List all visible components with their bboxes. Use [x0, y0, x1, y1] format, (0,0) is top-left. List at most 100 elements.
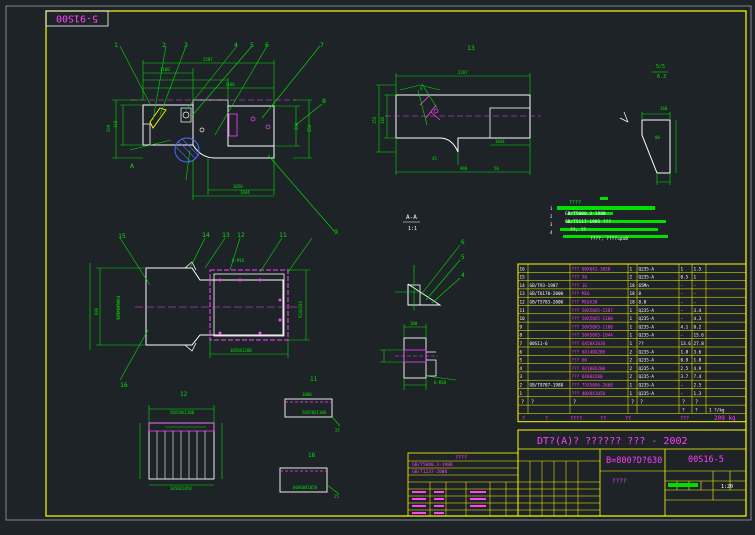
table-cell-qty: 1: [630, 391, 633, 397]
table-cell-mat: Q235-A: [639, 324, 655, 330]
small-view-16-label: 16: [308, 452, 316, 459]
svg-text:50X50X1100: 50X50X1100: [170, 410, 195, 415]
total-b: ?: [545, 416, 548, 422]
table-cell-name: ??? 6X50X1030: [572, 341, 606, 347]
table-cell-w2: 1.3: [694, 391, 702, 397]
note-line-3: ??, ??: [570, 227, 587, 233]
total-a: ?: [522, 416, 525, 422]
table-cell-w2: 8.2: [694, 324, 702, 330]
callout-14: 14: [202, 231, 210, 239]
table-cell-no: 16: [520, 266, 526, 272]
table-cell-w2: 1: [694, 275, 697, 281]
svg-text:25: 25: [334, 494, 339, 499]
table-cell-name: ??? 60X6X1-1050: [572, 266, 611, 272]
tech-notes: ???? GB/T5000.3-1988 GB/T5117-1995 ??? ?…: [550, 197, 668, 242]
table-cell-w1: -: [681, 301, 684, 306]
table-cell-mat: Q235-A: [639, 391, 655, 397]
table-cell-name: ??? 16: [572, 283, 588, 289]
table-cell-name: ??? 75X50X6-2660: [572, 383, 614, 389]
drawing-title: DT?(A)? ?????? ??? - 2002: [537, 436, 688, 447]
svg-text:200: 200: [294, 122, 299, 130]
table-header-name: ?: [573, 400, 576, 406]
table-cell-mat: Q235-A: [639, 308, 655, 314]
table-header2-w1: ?: [682, 407, 685, 413]
svg-text:2287: 2287: [203, 57, 213, 62]
callout-d6: 6: [461, 239, 465, 246]
callout-d4: 4: [461, 272, 465, 279]
table-cell-w1: -: [681, 384, 684, 389]
section-scale: 1:1: [408, 226, 417, 232]
table-cell-name: ??? M16X30: [572, 300, 598, 306]
front-view-callouts: 1 2 3 4 5 6 7 8 9 A: [114, 41, 338, 236]
table-cell-w1: 1.8: [681, 349, 689, 355]
table-cell-qty: 1: [630, 266, 633, 272]
svg-text:110: 110: [113, 120, 118, 128]
svg-text:1100: 1100: [160, 67, 170, 72]
svg-text:920X200: 920X200: [298, 301, 303, 318]
table-cell-no: 2: [520, 383, 523, 389]
table-cell-name: ??? 50X50X5-2287: [572, 308, 614, 314]
svg-text:4: 4: [550, 230, 553, 235]
table-cell-no: 4: [520, 366, 523, 372]
corner-code-box: 5-91S00: [45, 10, 109, 27]
small-view-12-label: 12: [180, 391, 188, 398]
table-cell-qty: 2: [630, 366, 633, 372]
corner-code: 5-91S00: [56, 13, 98, 24]
total-d: ??: [600, 416, 606, 422]
table-cell-w2: 4.3: [694, 316, 702, 322]
table-cell-no: 7: [520, 341, 523, 347]
svg-text:6-M20: 6-M20: [434, 380, 447, 385]
table-cell-qty: 1: [630, 341, 633, 347]
total-weight: 209 kg: [714, 415, 736, 422]
tech-title: ????: [569, 200, 581, 206]
svg-text:680: 680: [94, 307, 99, 315]
table-cell-mat: 8.8: [639, 300, 647, 306]
svg-text:45: 45: [432, 156, 437, 161]
svg-text:150: 150: [372, 116, 377, 124]
side-view-label: 13: [467, 44, 475, 52]
svg-text:140: 140: [380, 116, 385, 124]
table-cell-qty: 18: [630, 300, 636, 306]
table-cell-name: ??? 50X50X5-1044: [572, 333, 614, 339]
table-cell-no: 1: [520, 391, 523, 397]
svg-text:2287: 2287: [458, 70, 468, 75]
callout-2: 2: [162, 41, 166, 49]
svg-text:100: 100: [410, 321, 418, 326]
table-cell-w2: -: [694, 292, 697, 297]
callout-3: 3: [184, 41, 188, 49]
table-cell-w1: 2.5: [681, 366, 689, 372]
table-cell-qty: 1: [630, 333, 633, 339]
table-cell-mat: Q235-A: [639, 374, 655, 380]
table-cell-w2: -: [694, 284, 697, 289]
table-cell-name: ??? M16: [572, 291, 591, 297]
table-cell-mat: Q235-A: [639, 366, 655, 372]
drawing-scale: 1:20: [721, 484, 733, 490]
table-header2-w2: ?: [695, 407, 698, 413]
table-cell-no: 3: [520, 374, 523, 380]
note-line-1: GB/T5000.3-1988: [565, 211, 606, 217]
table-cell-std: GB/T6170-2000: [530, 291, 564, 297]
rough-top: 5/5: [656, 64, 665, 70]
note-line-4: ????, ????=pu0: [590, 236, 628, 242]
svg-text:1044: 1044: [495, 139, 505, 144]
svg-text:1100: 1100: [225, 82, 235, 87]
table-cell-name: ??? 6X140X200: [572, 349, 606, 355]
sheet-frame-inner: [45, 10, 747, 517]
table-cell-w2: 1.5: [694, 266, 702, 272]
table-cell-name: ??? 60: [572, 358, 588, 364]
bracket-detail: 100 6-M20: [380, 321, 457, 390]
svg-text:250: 250: [307, 124, 312, 132]
svg-text:200: 200: [106, 124, 111, 132]
weld-detail: 6 5 4: [395, 239, 465, 310]
table-frame: [517, 263, 747, 423]
table-cell-name: ??? 50X50X5-1100: [572, 316, 614, 322]
table-cell-qty: 18: [630, 283, 636, 289]
callout-7: 7: [320, 41, 324, 49]
table-cell-std: 00S11-6: [530, 341, 549, 347]
svg-text:60X60X1050: 60X60X1050: [293, 485, 318, 490]
table-cell-w1: 3.7: [681, 374, 689, 380]
note-line-2: GB/T5117-1995 ???: [565, 219, 611, 225]
